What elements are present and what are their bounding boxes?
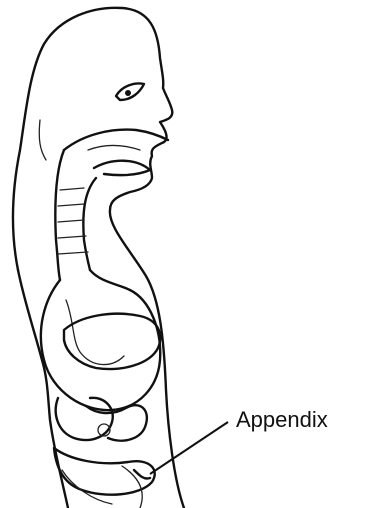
appendix-label: Appendix [236,407,328,433]
intestine-lower [54,448,155,495]
esophagus-back [83,178,96,270]
liver [64,314,160,369]
stomach-fold [66,300,124,365]
palate [88,146,140,151]
tongue [94,161,150,175]
nasal-cavity [64,130,168,150]
appendix [134,470,150,479]
stomach [41,270,160,410]
ear [39,120,46,160]
appendix-leader-line [150,422,228,474]
esophagus-front [55,150,64,280]
eye-pupil [125,90,131,96]
